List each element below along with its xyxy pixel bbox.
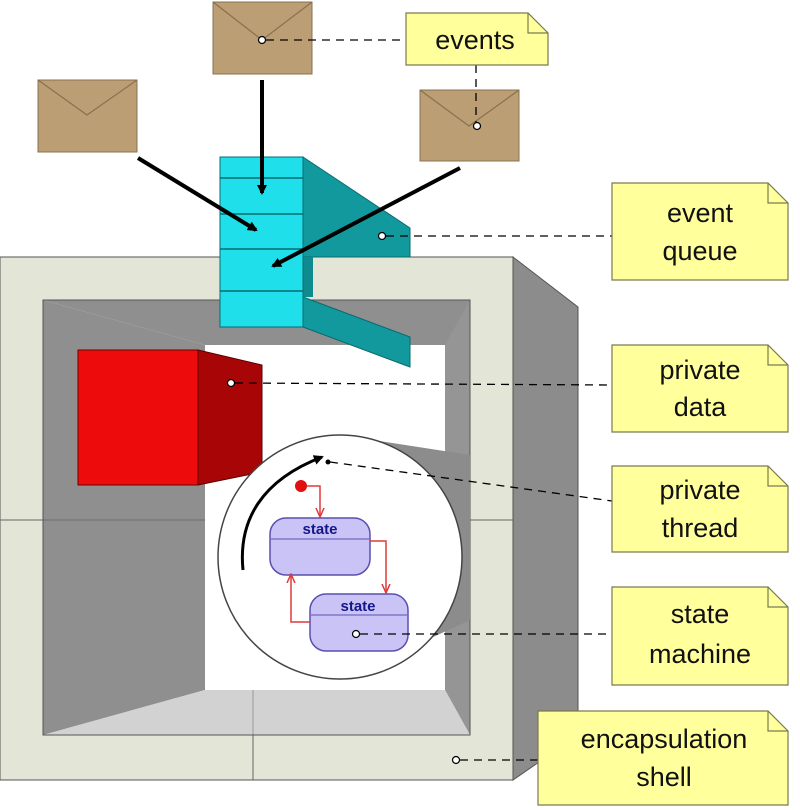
private-thread-anchor [325,459,331,465]
note-event-queue: event queue [611,182,789,281]
private-data-box [77,349,263,486]
envelope-icon [37,79,138,153]
initial-pseudostate [295,480,307,492]
note-private-thread: private thread [611,465,789,553]
note-private-data-line1: private [659,355,740,385]
note-events: events [405,12,549,66]
note-state-machine-line1: state [671,599,730,629]
envelope-icon [212,1,313,75]
encapsulation-shell-anchor [451,755,461,765]
note-state-machine: state machine [611,586,789,686]
envelope-icon [419,89,520,162]
note-private-thread-line2: thread [662,513,739,543]
note-encapsulation-shell-line1: encapsulation [581,724,748,754]
state-top-label: state [302,521,337,538]
note-event-queue-line1: event [667,198,734,228]
note-private-data: private data [611,344,789,433]
note-events-text: events [435,25,515,55]
note-state-machine-line2: machine [649,639,751,669]
note-encapsulation-shell-line2: shell [636,762,692,792]
event-queue-anchor [377,231,387,241]
leader-lines [234,39,613,761]
arrow-icon [271,166,461,268]
state-machine: state state [269,480,409,652]
state-top: state [269,517,371,576]
note-encapsulation-shell: encapsulation shell [537,710,789,806]
state-machine-anchor [351,629,361,639]
state-bottom: state [309,593,409,652]
thread-rotation-arrow [240,455,324,571]
note-event-queue-line2: queue [662,236,737,266]
private-data-anchor [226,378,236,388]
note-private-data-line2: data [674,392,728,422]
state-bottom-label: state [340,598,375,615]
note-private-thread-line1: private [659,475,740,505]
arrow-icon [136,156,258,232]
